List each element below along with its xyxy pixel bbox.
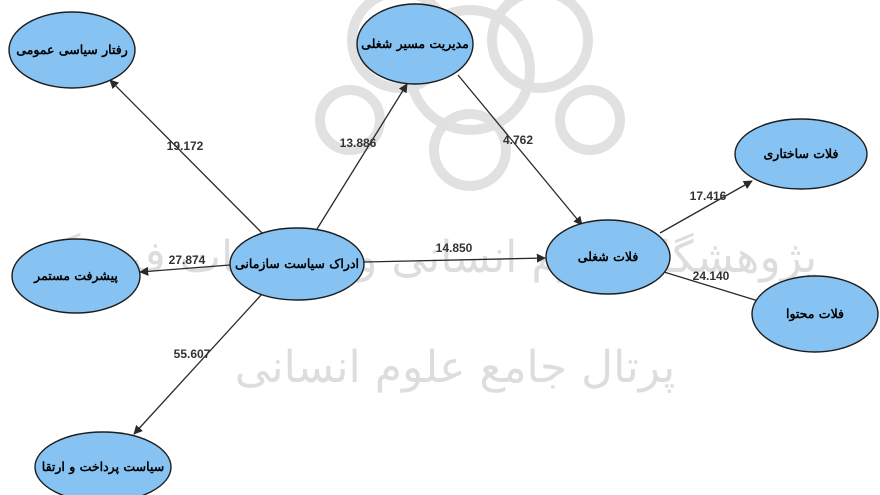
edge-coefficient-label: 55.607 bbox=[174, 347, 211, 361]
node-ellipse bbox=[34, 431, 172, 495]
node-ellipse bbox=[8, 11, 136, 89]
edge-arrow bbox=[659, 180, 753, 234]
node-label: ادراک سیاست سازمانی bbox=[235, 256, 359, 272]
node-ellipse bbox=[11, 238, 141, 314]
node-ellipse bbox=[751, 275, 879, 353]
node-ellipse bbox=[734, 118, 868, 190]
edge-arrow bbox=[457, 74, 583, 226]
edge-coefficient-label: 4.762 bbox=[503, 133, 533, 147]
watermark: پژوهشگاه علوم انسانی و مطالعات فرهنگی پر… bbox=[23, 0, 817, 393]
edge-arrow bbox=[133, 293, 263, 435]
node-label: فلات ساختاری bbox=[764, 146, 839, 162]
node-promotion: پیشرفت مستمر bbox=[11, 238, 141, 314]
edge-arrow bbox=[363, 253, 546, 263]
edge-arrow bbox=[139, 264, 231, 276]
node-label: پیشرفت مستمر bbox=[33, 268, 118, 284]
node-political-behavior: رفتار سیاسی عمومی bbox=[8, 11, 136, 89]
node-ellipse bbox=[229, 227, 365, 301]
nodes: رفتار سیاسی عمومی مدیریت مسیر شغلی فلات سا… bbox=[8, 3, 879, 495]
watermark-line-1: پژوهشگاه علوم انسانی و مطالعات فرهنگی bbox=[23, 232, 817, 283]
node-pay-policy: سیاست پرداخت و ارتقا bbox=[34, 431, 172, 495]
edge-arrow bbox=[316, 83, 408, 230]
edges: 19.172 13.886 4.762 14.850 27.874 55.607 17.41… bbox=[109, 74, 766, 435]
edge-coefficient-label: 24.140 bbox=[693, 269, 730, 283]
edge-coefficient-label: 13.886 bbox=[340, 136, 377, 150]
node-content-plateau: فلات محتوا bbox=[751, 275, 879, 353]
watermark-line-2: پرتال جامع علوم انسانی bbox=[235, 342, 676, 393]
edge-coefficient-label: 17.416 bbox=[690, 189, 727, 203]
node-label: رفتار سیاسی عمومی bbox=[16, 42, 128, 58]
node-label: سیاست پرداخت و ارتقا bbox=[42, 459, 165, 475]
node-perceived-politics: ادراک سیاست سازمانی bbox=[229, 227, 365, 301]
edge-arrow bbox=[663, 271, 766, 305]
node-label: فلات محتوا bbox=[786, 306, 844, 322]
node-ellipse bbox=[356, 3, 474, 85]
node-ellipse bbox=[545, 219, 671, 295]
edge-coefficient-label: 27.874 bbox=[169, 253, 206, 267]
node-structural-plateau: فلات ساختاری bbox=[734, 118, 868, 190]
edge-arrow bbox=[109, 79, 263, 234]
edge-coefficient-label: 14.850 bbox=[436, 241, 473, 255]
node-career-mgmt: مدیریت مسیر شغلی bbox=[356, 3, 474, 85]
node-label: فلات شغلی bbox=[578, 249, 639, 264]
node-label: مدیریت مسیر شغلی bbox=[361, 36, 469, 52]
edge-coefficient-label: 19.172 bbox=[167, 139, 204, 153]
node-job-plateau: فلات شغلی bbox=[545, 219, 671, 295]
